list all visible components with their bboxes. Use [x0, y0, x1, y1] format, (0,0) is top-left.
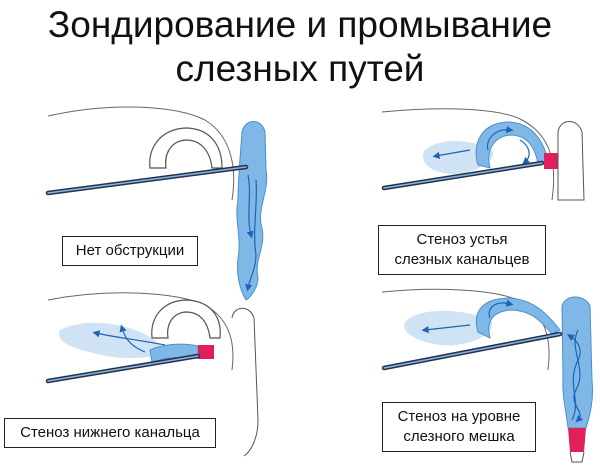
label-orifice-stenosis: Стеноз устья слезных канальцев — [378, 225, 546, 275]
label-text: Нет обструкции — [75, 242, 185, 259]
probe — [381, 331, 563, 371]
duct-continuation — [569, 451, 585, 463]
flow-arrows — [421, 299, 584, 423]
stenosis-marker — [544, 153, 558, 169]
label-text-line-1: Стеноз на уровне — [397, 408, 521, 425]
stenosis-marker — [568, 428, 586, 452]
label-no-obstruction: Нет обструкции — [62, 236, 198, 266]
label-text: Стеноз нижнего канальца — [20, 424, 200, 441]
probe — [45, 164, 249, 196]
panel-no-obstruction — [45, 106, 268, 301]
canaliculus — [475, 297, 561, 339]
eyelid-outline — [47, 106, 235, 201]
reflux-cloud — [59, 322, 162, 359]
title-line-1: Зондирование и промывание — [47, 4, 553, 45]
panel-sac-stenosis — [381, 288, 593, 463]
label-text-line-2: слезного мешка — [403, 428, 515, 445]
probe — [45, 353, 201, 384]
label-sac-stenosis: Стеноз на уровне слезного мешка — [382, 402, 536, 452]
reflux-cloud — [404, 310, 492, 346]
lacrimal-sac-outline — [231, 307, 259, 457]
stenosis-marker — [198, 345, 214, 359]
flow-arrows — [432, 125, 531, 165]
label-text-line-2: слезных канальцев — [394, 251, 530, 268]
panel-orifice-stenosis — [381, 108, 585, 201]
flow-arrows — [92, 324, 166, 353]
lacrimal-sac-outline — [557, 121, 585, 201]
canaliculus-upper — [151, 299, 221, 339]
canaliculus-upper — [149, 127, 223, 169]
lacrimal-sac — [236, 121, 268, 301]
probe — [381, 160, 545, 191]
title-line-2: слезных путей — [175, 48, 425, 89]
label-lower-canaliculus-stenosis: Стеноз нижнего канальца — [4, 418, 216, 448]
label-text-line-1: Стеноз устья — [416, 231, 508, 248]
flow-arrows — [245, 174, 257, 292]
panel-lower-canaliculus-stenosis — [45, 292, 259, 457]
